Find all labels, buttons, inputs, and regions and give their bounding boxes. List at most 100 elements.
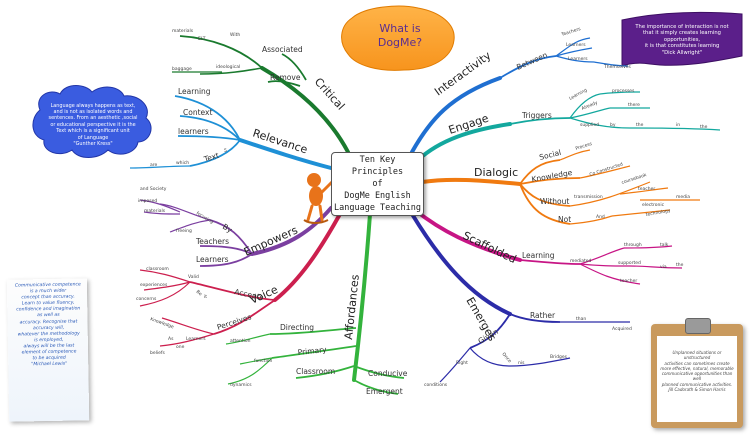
detail-materials-empowers: materials [144, 208, 166, 214]
sub-label-primary: Primary [297, 345, 327, 357]
branch-label-dialogic: Dialogic [474, 166, 518, 179]
detail-coursebook: coursebook [621, 172, 648, 186]
detail-through: through [624, 242, 642, 248]
detail-the-scaffolded: the [676, 262, 684, 268]
detail-once: Once [500, 351, 512, 364]
kress-quote: Language always happens as text, and is … [33, 96, 153, 154]
detail-one: one [176, 345, 185, 350]
sub-label-text: Text [202, 151, 220, 165]
detail-5: 5 [224, 148, 227, 154]
sub-label-between: Between [515, 50, 549, 72]
detail-the-engage: the [636, 122, 644, 128]
detail-supported: supported [618, 260, 641, 266]
detail-mediated: mediated [570, 258, 592, 264]
mascot-figure [303, 173, 334, 224]
sub-label-directing: Directing [280, 323, 314, 332]
clipboard-clip-icon [685, 318, 711, 334]
title-blob-shape [341, 5, 455, 71]
detail-learning-engage: Learning [568, 87, 588, 102]
detail-are: are [150, 162, 158, 168]
detail-be: Be [195, 289, 204, 298]
clipboard-paper: Unplanned situations or unstructured act… [657, 336, 737, 422]
clipboard-note: Unplanned situations or unstructured act… [651, 318, 743, 428]
detail-teacher-dialogic: teacher [638, 186, 655, 192]
detail-function: function [254, 358, 273, 364]
sub-label-classroom: Classroom [296, 367, 335, 376]
detail-as: As [168, 336, 174, 342]
detail-with: With [230, 32, 240, 38]
sub-label-knowledge: Knowledge [531, 168, 574, 184]
branch-relevance [129, 95, 333, 170]
sub-label-without: Without [540, 197, 569, 206]
sub-label-context: Context [183, 108, 212, 117]
sub-label-by: By [221, 222, 234, 235]
sub-label-learning-scaffolded: Learning [522, 251, 555, 260]
sub-label-conducive: Conducive [368, 369, 408, 378]
detail-imposed: imposed [138, 198, 157, 204]
detail-co-constructed: Co Constructed [589, 161, 624, 177]
central-topic: Ten Key Principles of DogMe English Lang… [331, 152, 424, 216]
detail-conditions: conditions [424, 382, 448, 388]
detail-concerns: concerns [136, 296, 157, 302]
detail-acquired: Acquired [612, 326, 632, 332]
detail-talk: talk [660, 242, 669, 248]
allwright-quote: The importance of interaction is not tha… [622, 12, 742, 68]
detail-ideological: ideological [216, 64, 240, 70]
detail-supplied: supplied [580, 122, 599, 128]
detail-elt: ELT [198, 36, 206, 42]
detail-via: via [660, 264, 667, 270]
detail-experiences: experiences [140, 282, 168, 288]
detail-process: Process [575, 141, 594, 152]
sub-label-learning: Learning [178, 87, 211, 96]
detail-than: than [576, 316, 586, 322]
detail-valid: Valid [188, 274, 199, 280]
detail-beliefs: beliefs [150, 350, 165, 356]
detail-technology: technology [645, 208, 671, 218]
central-topic-text: Ten Key Principles of DogMe English Lang… [334, 155, 421, 213]
sub-label-triggers: Triggers [521, 111, 552, 120]
detail-classroom: classroom [146, 266, 169, 272]
detail-the-engage-2: the [700, 124, 708, 130]
detail-baggage: baggage [172, 66, 192, 72]
branch-label-scaffolded: Scaffolded [461, 229, 519, 266]
branch-empowers [139, 199, 333, 267]
detail-media: media [676, 194, 690, 200]
detail-by: by [610, 122, 616, 128]
detail-teacher-scaffolded: teacher [620, 278, 637, 284]
detail-processes: processes [612, 88, 635, 94]
detail-bridges: Bridges [550, 354, 568, 360]
detail-transmission: transmission [574, 194, 603, 200]
kress-quote-cloud [32, 85, 152, 158]
allwright-quote-shape [621, 11, 743, 67]
detail-learners-perceives: Learners [186, 336, 206, 342]
kress-quote-text: Language always happens as text, and is … [48, 102, 138, 148]
branch-voice [139, 212, 342, 347]
detail-in: in [676, 122, 680, 128]
sub-label-perceives: Perceives [216, 312, 253, 332]
branch-dialogic [420, 149, 700, 225]
sub-label-remove: Remove [270, 73, 301, 82]
detail-themselves: Themselves [603, 64, 632, 70]
detail-and-society: and Society [140, 186, 167, 192]
branch-critical [172, 35, 350, 154]
detail-freeing: freeing [176, 228, 192, 234]
detail-teachers-interactivity: Teachers [560, 26, 582, 38]
detail-it: it [204, 294, 207, 300]
cadorath-quote-text: Unplanned situations or unstructured act… [660, 350, 734, 393]
title-blob-text: What is DogMe? [377, 22, 423, 49]
detail-electronic: electronic [642, 202, 665, 208]
detail-which: which [176, 160, 189, 166]
detail-attention: attention [230, 338, 251, 344]
allwright-quote-text: The importance of interaction is not tha… [635, 23, 729, 56]
lewis-quote-text: Communicative competence is a much wider… [14, 282, 81, 368]
detail-learners-interactivity-1: Learners [566, 42, 586, 48]
branch-interactivity [410, 37, 629, 154]
branch-scaffolded [413, 208, 683, 285]
branch-affordances [225, 212, 405, 395]
sub-label-associated: Associated [262, 45, 303, 54]
lewis-quote-note: Communicative competence is a much wider… [6, 278, 90, 422]
detail-right: Right [456, 360, 468, 366]
detail-learners-interactivity-2: Learners [568, 56, 588, 62]
branch-emerges [410, 212, 630, 383]
